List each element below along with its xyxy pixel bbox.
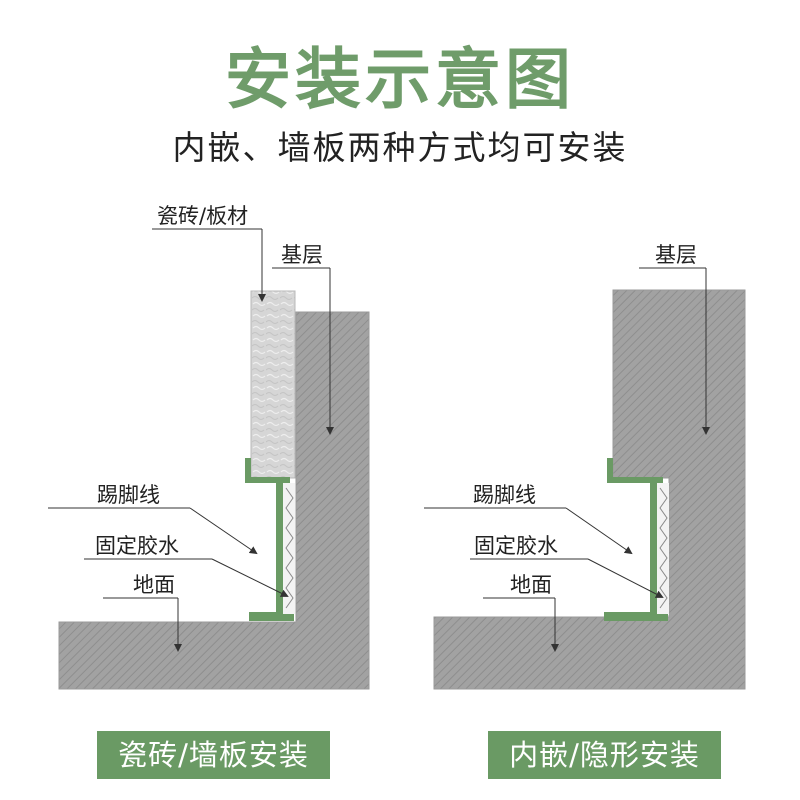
right-diagram: 基层 踢脚线 固定胶水 地面 <box>424 243 746 690</box>
left-skirting-profile <box>245 458 294 621</box>
right-label-glue: 固定胶水 <box>474 534 558 558</box>
left-label-skirting: 踢脚线 <box>97 483 160 507</box>
right-label-floor: 地面 <box>510 573 552 597</box>
left-diagram: 瓷砖/板材 基层 踢脚线 固定胶水 地面 <box>48 204 370 690</box>
right-label-skirting: 踢脚线 <box>473 483 536 507</box>
embedded-hidden-install-button[interactable]: 内嵌/隐形安装 <box>488 731 721 779</box>
left-label-glue: 固定胶水 <box>95 534 179 558</box>
left-glue-strip <box>283 483 295 614</box>
left-label-base: 基层 <box>281 243 323 267</box>
right-glue-zigzag <box>659 487 668 609</box>
right-skirting-profile <box>604 458 668 621</box>
page-title: 安装示意图 <box>225 41 575 118</box>
left-glue-zigzag <box>285 487 294 609</box>
left-tile <box>250 290 296 479</box>
left-label-tile: 瓷砖/板材 <box>157 204 248 228</box>
page-subtitle: 内嵌、墙板两种方式均可安装 <box>172 128 628 167</box>
left-base-layer <box>58 311 370 690</box>
tile-wallboard-install-button[interactable]: 瓷砖/墙板安装 <box>97 731 330 779</box>
right-label-base: 基层 <box>655 243 697 267</box>
left-label-floor: 地面 <box>133 573 175 597</box>
